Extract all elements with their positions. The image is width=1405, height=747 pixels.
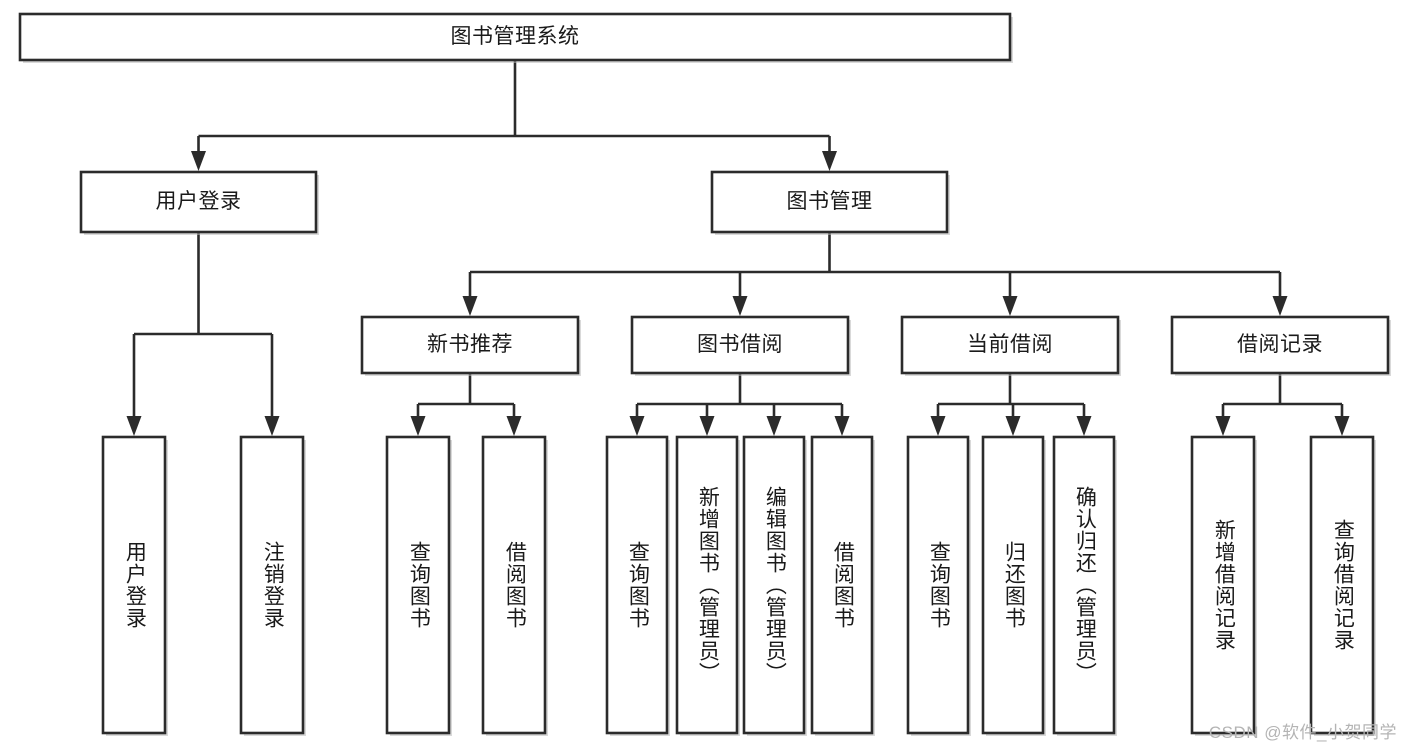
node-box-leaf-return-book[interactable] xyxy=(981,435,1045,735)
node-box-leaf-edit-book-admin[interactable] xyxy=(742,435,806,735)
node-box-leaf-user-logout[interactable] xyxy=(239,435,305,735)
node-box-leaf-borrow-book-recommend[interactable] xyxy=(481,435,547,735)
node-box-borrow-record[interactable] xyxy=(1170,315,1390,375)
node-box-current-borrow[interactable] xyxy=(900,315,1120,375)
node-box-root[interactable] xyxy=(18,12,1012,62)
node-box-book-borrow[interactable] xyxy=(630,315,850,375)
node-box-leaf-query-book-current[interactable] xyxy=(906,435,970,735)
node-box-leaf-add-borrow-record[interactable] xyxy=(1190,435,1256,735)
node-box-leaf-user-login[interactable] xyxy=(101,435,167,735)
node-box-book-management[interactable] xyxy=(710,170,949,234)
node-box-new-book-recommend[interactable] xyxy=(360,315,580,375)
node-box-leaf-confirm-return-admin[interactable] xyxy=(1052,435,1116,735)
node-box-leaf-query-book-borrow[interactable] xyxy=(605,435,669,735)
node-box-leaf-borrow-book[interactable] xyxy=(810,435,874,735)
node-box-leaf-query-book-recommend[interactable] xyxy=(385,435,451,735)
connectors-layer xyxy=(126,60,1350,436)
node-box-leaf-query-borrow-record[interactable] xyxy=(1309,435,1375,735)
boxes-layer xyxy=(18,12,1391,736)
node-box-user-login[interactable] xyxy=(79,170,318,234)
node-box-leaf-add-book-admin[interactable] xyxy=(675,435,739,735)
